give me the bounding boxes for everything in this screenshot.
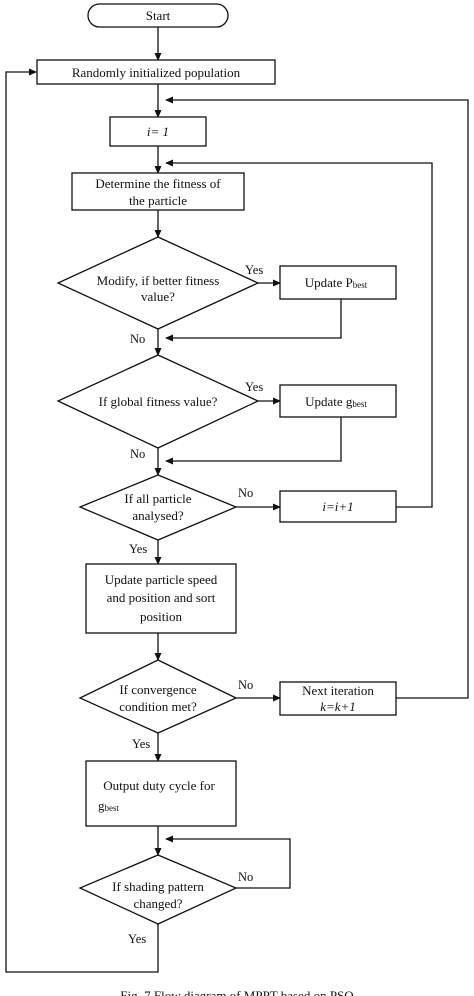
update-speed-line-1: Update particle speed <box>105 572 218 587</box>
output-duty-cycle-line-1: Output duty cycle for <box>103 778 215 793</box>
global-decision-label: If global fitness value? <box>99 394 218 409</box>
convergence-line-2: condition met? <box>119 699 197 714</box>
shading-decision <box>78 854 238 925</box>
update-speed-line-2: and position and sort <box>107 590 216 605</box>
output-duty-cycle-line-2: gbest <box>98 798 119 813</box>
all-particles-line-1: If all particle <box>124 491 191 506</box>
start-label: Start <box>146 8 171 23</box>
all-no-label: No <box>238 486 253 500</box>
output-duty-cycle-box <box>85 760 237 827</box>
update-pbest-label: Update Pbest <box>305 275 368 290</box>
update-gbest-box <box>279 384 397 418</box>
next-iteration-box <box>279 681 397 716</box>
i-init-box <box>109 116 207 147</box>
init-population-label: Randomly initialized population <box>72 65 241 80</box>
init-population-box <box>36 59 276 85</box>
convergence-line-1: If convergence <box>119 682 197 697</box>
figure-caption: Fig. 7 Flow diagram of MPPT based on PSO <box>120 988 353 996</box>
next-iteration-line-2: k=k+1 <box>320 699 356 714</box>
shading-yes-label: Yes <box>128 932 146 946</box>
modify-decision <box>56 236 260 330</box>
global-no-label: No <box>130 447 145 461</box>
all-particles-decision <box>78 474 238 541</box>
modify-decision-line-2: value? <box>141 289 175 304</box>
i-increment-label: i=i+1 <box>322 499 353 514</box>
start-terminal <box>87 3 229 28</box>
shading-no-label: No <box>238 870 253 884</box>
connectors <box>5 27 469 973</box>
modify-decision-line-1: Modify, if better fitness <box>97 273 220 288</box>
fitness-label-2: the particle <box>129 193 187 208</box>
convergence-no-label: No <box>238 678 253 692</box>
fitness-box <box>71 172 245 211</box>
shading-line-1: If shading pattern <box>112 879 204 894</box>
modify-no-label: No <box>130 332 145 346</box>
next-iteration-line-1: Next iteration <box>302 683 374 698</box>
all-yes-label: Yes <box>129 542 147 556</box>
convergence-yes-label: Yes <box>132 737 150 751</box>
global-decision <box>56 354 260 449</box>
fitness-label-1: Determine the fitness of <box>95 176 221 191</box>
i-increment-box <box>279 490 397 523</box>
update-pbest-box <box>279 265 397 300</box>
all-particles-line-2: analysed? <box>132 508 183 523</box>
convergence-decision <box>78 659 238 734</box>
modify-yes-label: Yes <box>245 263 263 277</box>
update-speed-line-3: position <box>140 609 182 624</box>
global-yes-label: Yes <box>245 380 263 394</box>
update-speed-box <box>85 563 237 634</box>
update-gbest-label: Update gbest <box>305 394 367 409</box>
shading-line-2: changed? <box>133 896 182 911</box>
i-init-label: i= 1 <box>147 124 169 139</box>
